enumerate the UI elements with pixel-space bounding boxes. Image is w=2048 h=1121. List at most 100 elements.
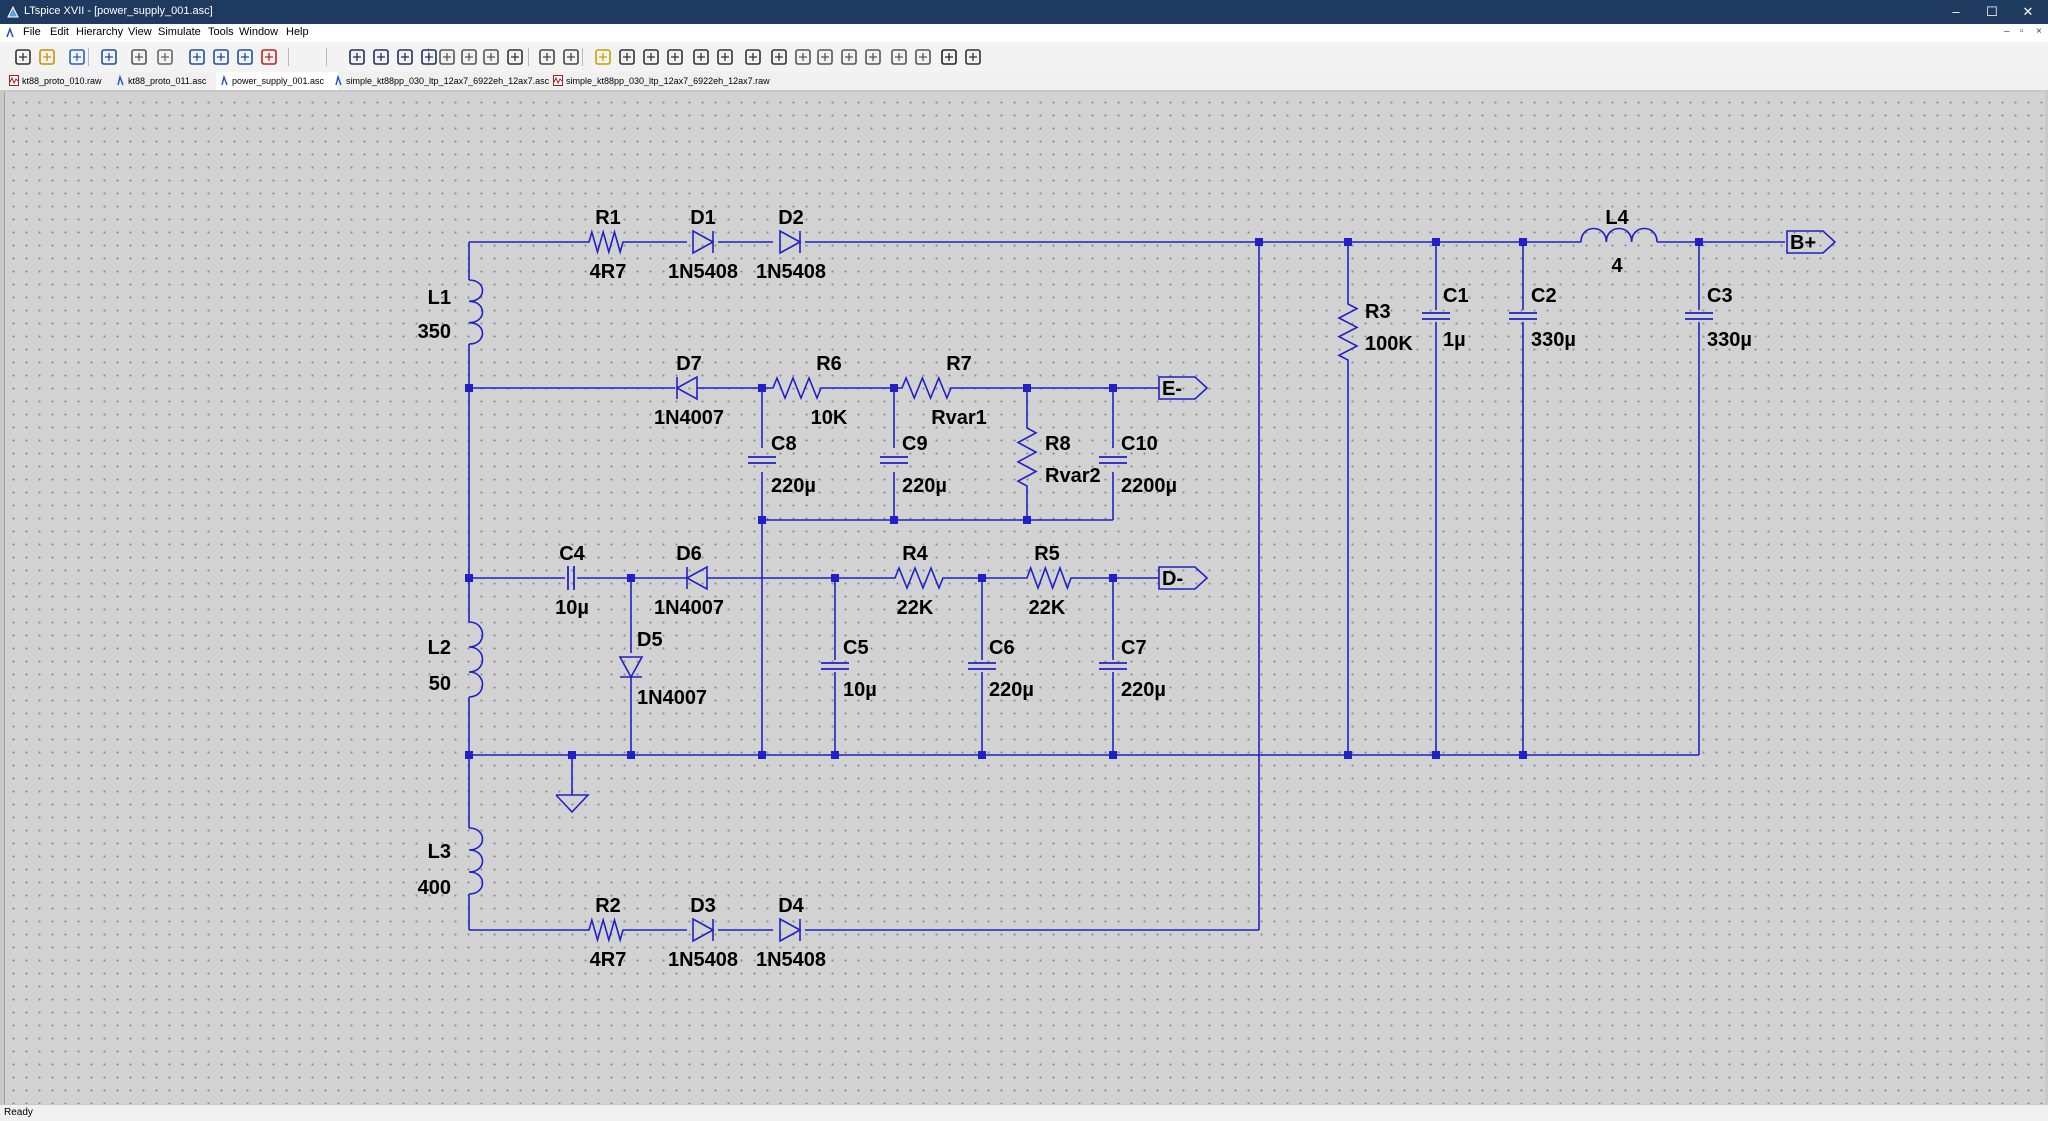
- zoom-out-icon[interactable]: [234, 46, 256, 68]
- cascade-icon[interactable]: [394, 46, 416, 68]
- component-ref-label: C2: [1531, 285, 1557, 307]
- capacitor-c4[interactable]: [567, 566, 575, 590]
- cut-icon[interactable]: [436, 46, 458, 68]
- junction-dot: [465, 751, 473, 759]
- zoom-fit-icon[interactable]: [258, 46, 280, 68]
- diode-d7[interactable]: [675, 375, 698, 401]
- inductor-icon[interactable]: [714, 46, 736, 68]
- capacitor-c2[interactable]: [1509, 312, 1537, 320]
- tab-simple-kt88pp-asc[interactable]: simple_kt88pp_030_ltp_12ax7_6922eh_12ax7…: [330, 72, 558, 90]
- menu-help[interactable]: Help: [286, 26, 309, 38]
- junction-dot: [1344, 751, 1352, 759]
- capacitor-c6[interactable]: [968, 662, 996, 670]
- inductor-l2[interactable]: [468, 621, 484, 698]
- component-ref-label: C9: [902, 433, 928, 455]
- wire-icon[interactable]: [592, 46, 614, 68]
- print-icon[interactable]: [536, 46, 558, 68]
- tab-kt88-proto-011-asc[interactable]: kt88_proto_011.asc: [112, 72, 226, 90]
- find-icon[interactable]: [504, 46, 526, 68]
- tab-kt88-proto-010-raw[interactable]: kt88_proto_010.raw: [6, 72, 122, 90]
- diode-d4[interactable]: [779, 917, 802, 943]
- resistor-r5[interactable]: [1019, 565, 1079, 591]
- toolbar-separator: [582, 48, 583, 66]
- resistor-r4[interactable]: [887, 565, 951, 591]
- menu-file[interactable]: File: [23, 26, 41, 38]
- autorange-icon[interactable]: [128, 46, 150, 68]
- tile-h-icon[interactable]: [346, 46, 368, 68]
- component-icon[interactable]: [768, 46, 790, 68]
- inductor-l3[interactable]: [468, 827, 484, 895]
- capacitor-c5[interactable]: [821, 662, 849, 670]
- capacitor-c7[interactable]: [1099, 662, 1127, 670]
- mdi-minimize-button[interactable]: –: [2004, 26, 2010, 37]
- save-icon[interactable]: [66, 46, 88, 68]
- diode-d5[interactable]: [618, 656, 644, 679]
- net-flag-d-minus[interactable]: [1158, 566, 1209, 590]
- menu-hierarchy[interactable]: Hierarchy: [76, 26, 124, 38]
- resistor-r1[interactable]: [581, 229, 631, 255]
- copy-icon[interactable]: [458, 46, 480, 68]
- document-icon[interactable]: [4, 27, 16, 39]
- menu-simulate[interactable]: Simulate: [158, 26, 201, 38]
- net-label-text: D-: [1162, 568, 1183, 590]
- run-icon[interactable]: [12, 46, 34, 68]
- zoom-in-icon[interactable]: [186, 46, 208, 68]
- mdi-restore-button[interactable]: ▫: [2020, 26, 2024, 37]
- menu-tools[interactable]: Tools: [208, 26, 234, 38]
- text-icon[interactable]: [938, 46, 960, 68]
- resistor-r6[interactable]: [765, 375, 829, 401]
- inductor-l1[interactable]: [468, 279, 484, 345]
- paste-icon[interactable]: [480, 46, 502, 68]
- window-list-icon[interactable]: [418, 46, 440, 68]
- diode-d6[interactable]: [685, 565, 708, 591]
- print-setup-icon[interactable]: [560, 46, 582, 68]
- mdi-close-button[interactable]: ×: [2036, 26, 2042, 37]
- resistor-r7[interactable]: [894, 375, 959, 401]
- capacitor-c1[interactable]: [1422, 312, 1450, 320]
- menu-edit[interactable]: Edit: [50, 26, 69, 38]
- label-net-icon[interactable]: [640, 46, 662, 68]
- spice-directive-icon[interactable]: [962, 46, 984, 68]
- junction-dot: [1109, 574, 1117, 582]
- drag-icon[interactable]: [814, 46, 836, 68]
- close-button[interactable]: ✕: [2022, 4, 2034, 19]
- capacitor-c10[interactable]: [1099, 456, 1127, 464]
- ltspice-app-icon: [7, 5, 19, 18]
- component-ref-label: R4: [902, 543, 928, 565]
- maximize-button[interactable]: ☐: [1986, 4, 1998, 19]
- menu-view[interactable]: View: [128, 26, 152, 38]
- diode-d3[interactable]: [692, 917, 715, 943]
- redo-icon[interactable]: [862, 46, 884, 68]
- diode-d1[interactable]: [692, 229, 715, 255]
- resistor-r8[interactable]: [1016, 420, 1038, 494]
- ground-icon[interactable]: [616, 46, 638, 68]
- inductor-l4[interactable]: [1580, 227, 1658, 243]
- move-icon[interactable]: [792, 46, 814, 68]
- resistor-r2[interactable]: [581, 917, 631, 943]
- diode-d2[interactable]: [779, 229, 802, 255]
- menu-bar: File Edit Hierarchy View Simulate Tools …: [0, 24, 2048, 42]
- net-flag-e-minus[interactable]: [1158, 376, 1209, 400]
- resistor-r3[interactable]: [1337, 296, 1359, 368]
- mirror-icon[interactable]: [912, 46, 934, 68]
- tab-power-supply-001-asc[interactable]: power_supply_001.asc: [216, 72, 338, 90]
- capacitor-c8[interactable]: [748, 456, 776, 464]
- capacitor-c3[interactable]: [1685, 312, 1713, 320]
- minimize-button[interactable]: –: [1952, 4, 1960, 19]
- rotate-icon[interactable]: [888, 46, 910, 68]
- resistor-icon[interactable]: [664, 46, 686, 68]
- pan-icon[interactable]: [154, 46, 176, 68]
- tab-simple-kt88pp-raw[interactable]: simple_kt88pp_030_ltp_12ax7_6922eh_12ax7…: [550, 72, 780, 90]
- menu-window[interactable]: Window: [239, 26, 279, 38]
- net-flag-b-plus[interactable]: [1786, 230, 1837, 254]
- zoom-area-icon[interactable]: [210, 46, 232, 68]
- open-icon[interactable]: [36, 46, 58, 68]
- capacitor-icon[interactable]: [690, 46, 712, 68]
- schematic-drawing[interactable]: R14R7D11N5408D21N5408L1350L44R3100KC11µC…: [5, 92, 2045, 1104]
- undo-icon[interactable]: [838, 46, 860, 68]
- diode-icon[interactable]: [742, 46, 764, 68]
- tile-v-icon[interactable]: [370, 46, 392, 68]
- capacitor-c9[interactable]: [880, 456, 908, 464]
- control-panel-icon[interactable]: [98, 46, 120, 68]
